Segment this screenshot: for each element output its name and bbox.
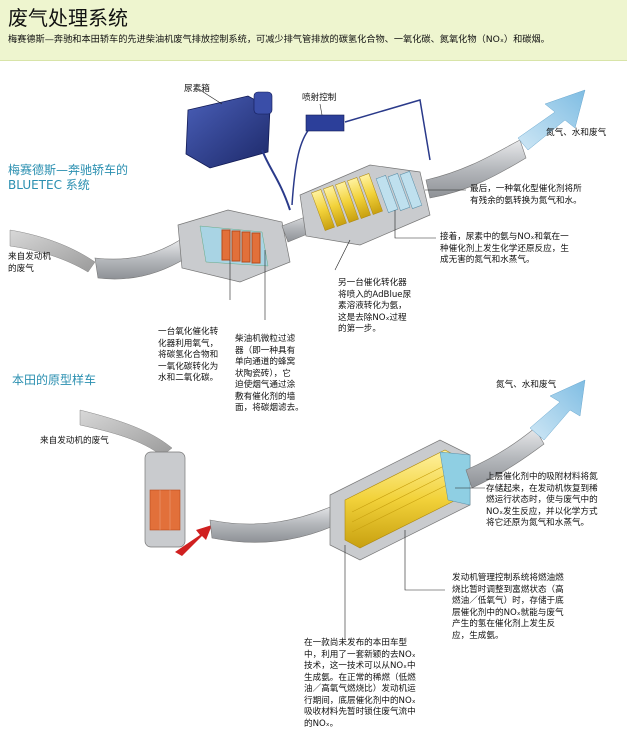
label-final-catalyst: 最后，一种氧化型催化剂将所 有残余的氨转换为氮气和水。	[470, 184, 582, 206]
label-injection-control: 喷射控制	[302, 93, 337, 103]
section-heading-honda: 本田的原型样车	[12, 373, 97, 387]
exhaust-diagram	[9, 89, 586, 640]
exhaust-outlet-arrow-bottom	[529, 379, 586, 441]
label-scr-reaction: 接着，尿素中的氨与NOₓ和氧在一 种催化剂上发生化学还原反应，生 成无害的氮气和…	[440, 232, 569, 265]
filter-channel	[241, 231, 251, 263]
label-urea-tank: 尿素箱	[184, 84, 210, 94]
leader-line	[394, 210, 436, 239]
filter-channel	[221, 229, 231, 261]
urea-tank	[185, 91, 273, 169]
exhaust-pipe-outlet-bottom	[465, 427, 545, 489]
section-heading-mercedes: 梅赛德斯—奔驰轿车的 BLUETEC 系统	[8, 163, 129, 192]
filter-channel	[251, 232, 261, 264]
scr-catalyst	[299, 164, 431, 246]
leader-line	[319, 103, 323, 116]
exhaust-pipe-top	[94, 239, 187, 280]
honda-lower-catalyst	[144, 451, 186, 548]
heat-arrow	[175, 525, 212, 556]
leader-line	[404, 530, 445, 591]
label-exhaust-out-top: 氮气、水和废气	[546, 128, 607, 138]
label-adblue: 另一台催化转化器 将喷入的AdBlue尿 素溶液转化为氨， 这是去除NOₓ过程 …	[338, 278, 412, 334]
label-exhaust-in-bottom: 来自发动机的废气	[40, 436, 109, 446]
leader-line	[199, 89, 223, 105]
page-title: 废气处理系统	[8, 6, 128, 30]
label-oxidation-catalyst: 一台氧化催化转 化器利用氧气， 将碳氢化合物和 一氧化碳转化为 水和二氧化碳。	[158, 327, 219, 383]
label-dpf: 柴油机微粒过滤 器（即一种具有 单向通道的蜂窝 状陶瓷砖），它 迫使烟气通过涂 …	[235, 334, 304, 413]
control-line	[291, 127, 311, 206]
honda-nox-catalyst	[329, 439, 471, 561]
filter-channel	[231, 230, 241, 262]
label-exhaust-in-top: 来自发动机 的废气	[8, 252, 51, 274]
label-honda-description: 在一款尚未发布的本田车型 中，利用了一套新颖的去NOₓ 技术，这一技术可以从NO…	[304, 638, 416, 729]
label-engine-management: 发动机管理控制系统将燃油燃 烧比暂时调整到富燃状态（高 燃油／低氧气）时，存储于…	[452, 573, 564, 641]
header-banner: 废气处理系统 梅赛德斯—奔驰和本田轿车的先进柴油机废气排放控制系统，可减少排气管…	[0, 0, 627, 61]
exhaust-inlet-arrow-top	[9, 229, 96, 273]
exhaust-pipe-outlet-top	[425, 139, 527, 199]
control-line	[344, 99, 431, 161]
urea-line	[261, 149, 291, 211]
exhaust-inlet-arrow-bottom	[79, 409, 173, 457]
page-subtitle: 梅赛德斯—奔驰和本田轿车的先进柴油机废气排放控制系统，可减少排气管排放的碳氢化合…	[8, 34, 550, 45]
label-upper-layer: 上层催化剂中的吸附材料将氮 存储起来，在发动机恢复到稀 燃运行状态时，使与废气中…	[486, 472, 598, 528]
exhaust-outlet-arrow-top	[517, 89, 586, 151]
leader-line	[334, 239, 351, 271]
exhaust-pipe-bottom	[209, 504, 343, 543]
oxidation-catalyst-and-filter	[177, 209, 291, 283]
injection-control-box	[305, 114, 345, 132]
label-exhaust-out-bottom: 氮气、水和废气	[496, 380, 557, 390]
